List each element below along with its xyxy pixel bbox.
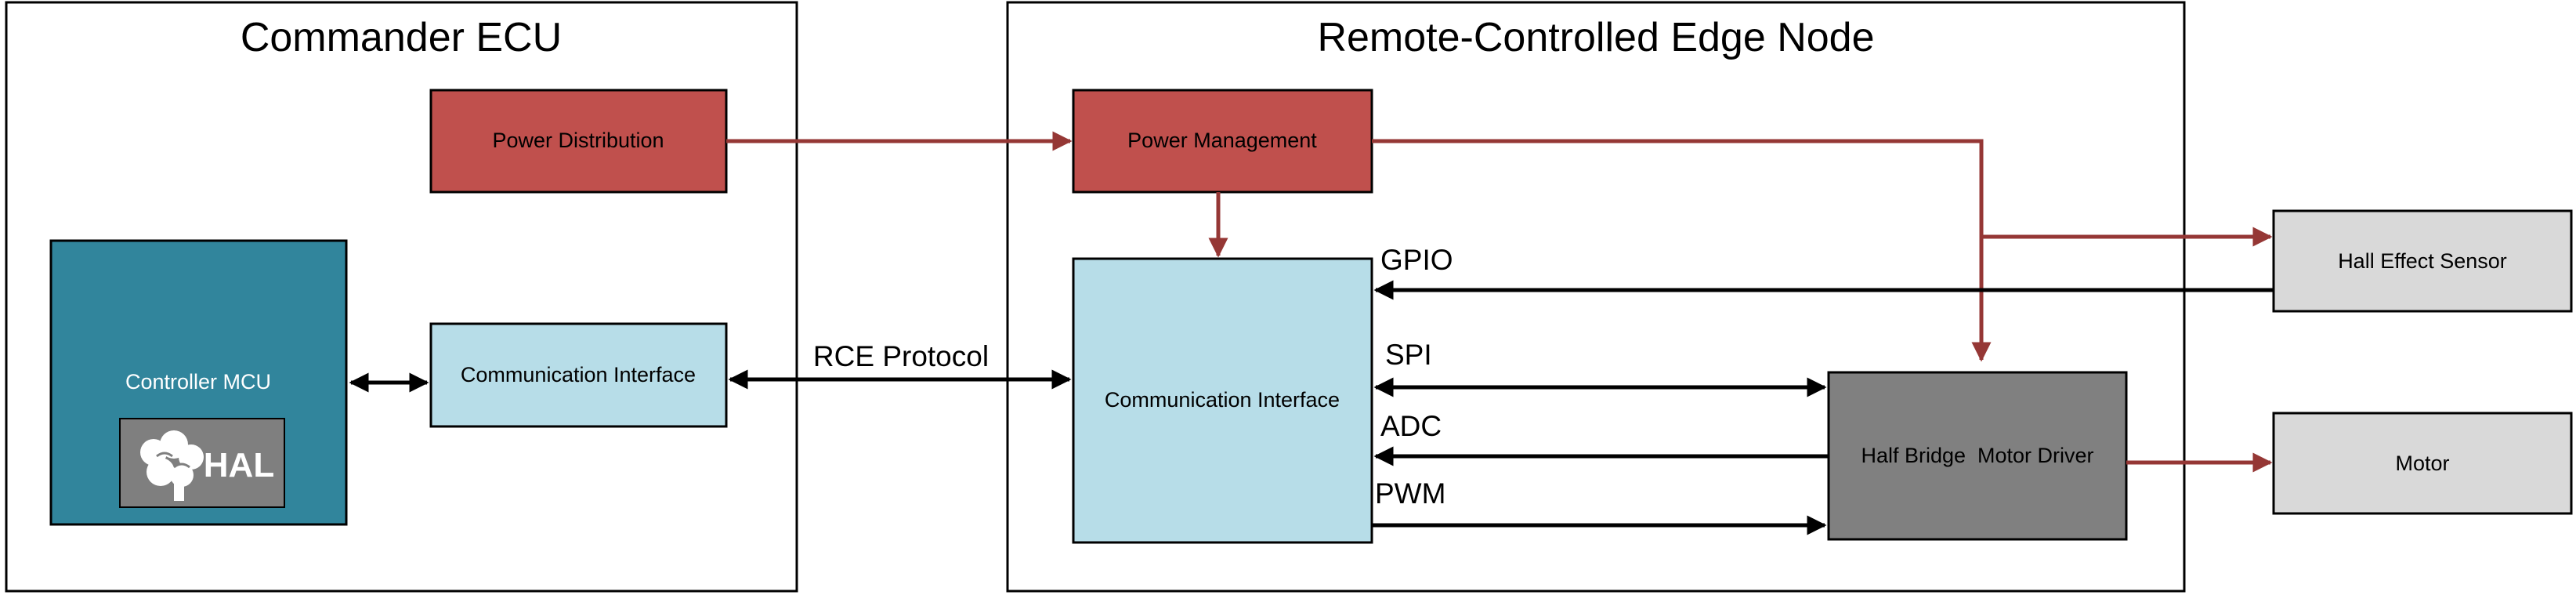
- hall-sensor-block: [2272, 209, 2573, 313]
- signal-arrows: [349, 280, 2274, 535]
- spi-label: SPI: [1385, 339, 1432, 371]
- motor-label: Motor: [2395, 452, 2449, 475]
- hall-sensor-label: Hall Effect Sensor: [2338, 249, 2507, 273]
- motor-block: [2272, 412, 2573, 515]
- rce-protocol-label: RCE Protocol: [813, 340, 989, 372]
- commander-ecu-group: Commander ECU Power Distribution Control…: [5, 1, 798, 593]
- edge-node-group: Remote-Controlled Edge Node Power Manage…: [1006, 1, 2186, 593]
- gpio-label: GPIO: [1380, 244, 1453, 276]
- power-distribution-label: Power Distribution: [492, 129, 664, 152]
- motor-driver-label: Half Bridge Motor Driver: [1861, 444, 2093, 467]
- power-arrows: [726, 131, 2273, 473]
- adc-label: ADC: [1380, 410, 1442, 442]
- hal-label: HAL: [204, 446, 274, 484]
- hal-badge: HAL: [119, 418, 285, 508]
- brain-icon: [140, 430, 204, 501]
- power-management-label: Power Management: [1127, 129, 1317, 152]
- edge-node-title: Remote-Controlled Edge Node: [1317, 15, 1874, 60]
- edge-node-frame: [1006, 1, 2186, 593]
- edge-comm-interface-block: [1072, 257, 1373, 544]
- commander-ecu-frame: [5, 1, 798, 593]
- pwm-label: PWM: [1375, 477, 1445, 510]
- edge-comm-interface-label: Communication Interface: [1105, 388, 1340, 412]
- commander-comm-interface-block: [429, 322, 728, 428]
- controller-mcu-label: Controller MCU: [125, 370, 271, 394]
- commander-ecu-title: Commander ECU: [241, 15, 562, 60]
- commander-comm-interface-label: Communication Interface: [461, 363, 696, 386]
- power-mgmt-to-driver-arrow: [1372, 139, 1992, 362]
- motor-driver-block: [1827, 371, 2128, 541]
- power-distribution-block: [429, 89, 728, 194]
